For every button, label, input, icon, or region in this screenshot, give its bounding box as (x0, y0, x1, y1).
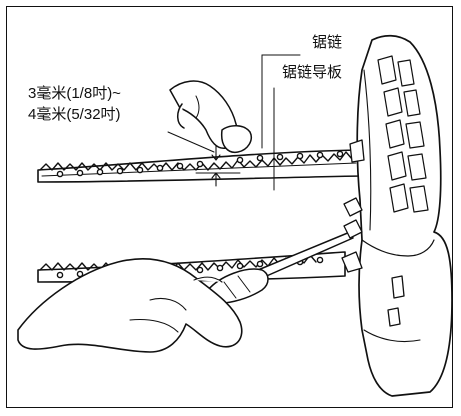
vent-fins (377, 55, 429, 213)
gap-measurement-marker (195, 139, 241, 187)
upper-hand (169, 80, 252, 154)
bar-nuts (341, 139, 405, 327)
upper-saw-chain (39, 150, 353, 178)
label-leaders (167, 54, 301, 191)
screwdriver (207, 231, 354, 304)
chain-label: 锯链 (312, 34, 343, 51)
gap-label-line2: 4毫米(5/32吋) (28, 106, 121, 123)
guide-bar-label: 锯链导板 (282, 64, 343, 81)
gap-label-line1: 3毫米(1/8吋)~ (28, 85, 121, 102)
chainsaw-body (356, 34, 453, 397)
lower-hand (17, 258, 243, 353)
